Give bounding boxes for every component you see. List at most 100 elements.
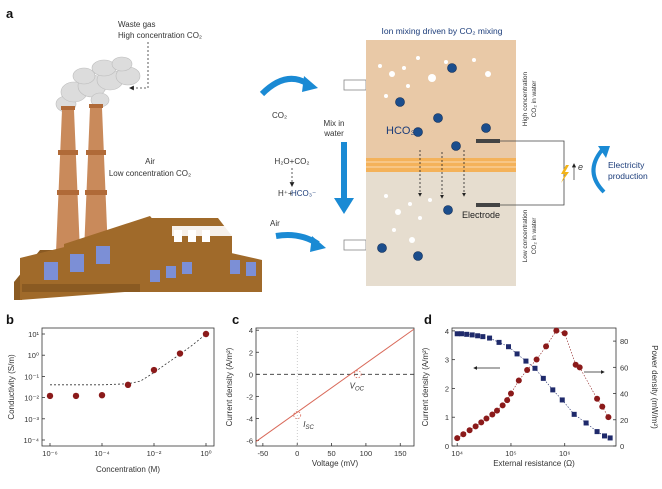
panel-c-xtick-label: 100: [360, 449, 373, 458]
panel-c-isc-label: ISC: [303, 420, 314, 431]
panel-d-current-point: [607, 435, 613, 441]
panel-d-power-point: [533, 356, 540, 363]
panel-b-ytick-label: 10⁻⁴: [23, 436, 39, 445]
panel-b-fit-line: [50, 333, 207, 386]
electricity-label-1: Electricity: [608, 160, 645, 170]
panel-d-power-point: [460, 431, 467, 438]
panel-d-ytick-label: 4: [445, 327, 449, 336]
bottom-electrode: [476, 203, 500, 207]
panel-b-point: [72, 392, 80, 400]
electricity-label-2: production: [608, 171, 648, 181]
panel-d-y2tick-label: 60: [620, 363, 628, 372]
panel-c-xtick-label: 150: [394, 449, 407, 458]
high-co2-label: High concentration CO₂: [118, 31, 202, 40]
panel-b-ytick-label: 10⁻¹: [24, 372, 39, 381]
panel-d-power-point: [524, 366, 531, 373]
electrode-label: Electrode: [462, 210, 500, 220]
panel-a-label: a: [6, 6, 14, 21]
panel-c-iv-line: [255, 328, 415, 442]
panel-c-label: c: [232, 312, 239, 327]
panel-b-xtick-label: 10⁻²: [147, 449, 162, 458]
top-electrode: [476, 139, 500, 143]
panel-d-label: d: [424, 312, 432, 327]
panel-d-ytick-label: 2: [445, 384, 449, 393]
panel-c-isc-marker: [293, 411, 302, 420]
panel-d-power-point: [576, 364, 583, 371]
hco3-label: HCO₃⁻: [386, 125, 421, 137]
panel-d-y2tick-label: 0: [620, 442, 624, 451]
panel-c-ytick-label: -6: [246, 436, 253, 445]
panel-d-power-point: [553, 327, 560, 334]
panel-b-xtick-label: 10⁰: [200, 449, 211, 458]
panel-d-current-point: [475, 333, 481, 339]
panel-a: a: [6, 6, 648, 300]
panel-b-point: [150, 366, 158, 374]
low-co2-label: Low concentration CO₂: [109, 169, 191, 178]
panel-d-current-point: [602, 433, 608, 439]
panel-b-ytick-label: 10¹: [28, 330, 39, 339]
panel-b-xtick-label: 10⁻⁶: [42, 449, 57, 458]
panel-c-xtick-label: -50: [257, 449, 268, 458]
mix-label-2: water: [323, 129, 344, 138]
air-inlet-label: Air: [270, 219, 280, 228]
panel-d-current-point: [559, 397, 565, 403]
panel-d-ytick-label: 3: [445, 356, 449, 365]
membrane: [366, 158, 516, 172]
air-inlet-arrowhead: [310, 236, 326, 252]
panel-b-ytick-label: 10⁻²: [24, 394, 39, 403]
panel-d-frame: [451, 327, 617, 447]
panel-d-current-point: [487, 335, 493, 341]
panel-b-point: [202, 330, 210, 338]
panel-b-point: [46, 392, 54, 400]
panel-d-current-point: [540, 375, 546, 381]
panel-d-ytick-label: 0: [445, 442, 449, 451]
co2-inlet-label: CO₂: [272, 111, 287, 120]
low-side-label-1: Low concentration: [522, 209, 529, 262]
panel-d-current-point: [523, 358, 529, 364]
panel-c-frame: [255, 327, 415, 447]
mix-label-1: Mix in: [324, 119, 345, 128]
panel-d-current-point: [571, 411, 577, 417]
panel-b-xtick-label: 10⁻⁴: [94, 449, 110, 458]
panel-b-point: [176, 350, 184, 357]
panel-d-current-point: [454, 331, 460, 337]
panel-d-current-point: [480, 334, 486, 340]
panel-b-ylabel: Conductivity (S/m): [7, 354, 16, 420]
panel-d-xtick-label: 10⁵: [505, 449, 516, 458]
waste-gas-pointer: [129, 42, 149, 91]
panel-d-power-point: [507, 390, 514, 397]
low-co2-compartment: [366, 172, 516, 286]
chimneys: [56, 104, 108, 252]
reaction-top: H₂O+CO₂: [275, 157, 310, 166]
panel-d-points: [454, 327, 613, 442]
panel-b-point: [98, 391, 106, 399]
air-inlet-pipe: [343, 239, 367, 251]
electricity-arrow: [591, 148, 606, 194]
panel-d-power-point: [594, 395, 601, 402]
panel-d-power-point: [504, 397, 511, 404]
panel-d-current-point: [550, 387, 556, 393]
panel-d-power-point: [499, 402, 506, 409]
panel-c-ylabel: Current density (A/m²): [225, 347, 234, 426]
panel-d-current-point: [496, 339, 502, 345]
co2-inlet-pipe: [343, 79, 367, 91]
panel-b-frame: [41, 327, 215, 447]
panel-d-y2label: Power density (mW/m²): [650, 345, 659, 429]
panel-d-power-point: [489, 411, 496, 418]
panel-d-current-point: [458, 331, 464, 337]
air-label: Air: [145, 157, 155, 166]
waste-gas-label: Waste gas: [118, 20, 156, 29]
panel-c-ytick-label: 4: [249, 326, 253, 335]
lightning-icon: [561, 165, 569, 183]
electron-label: e: [578, 162, 583, 172]
panel-d-current-point: [464, 331, 470, 337]
panel-d-power-point: [478, 419, 485, 426]
panel-b-label: b: [6, 312, 14, 327]
panel-b-xlabel: Concentration (M): [96, 465, 160, 474]
bubbles-top: [378, 56, 491, 98]
